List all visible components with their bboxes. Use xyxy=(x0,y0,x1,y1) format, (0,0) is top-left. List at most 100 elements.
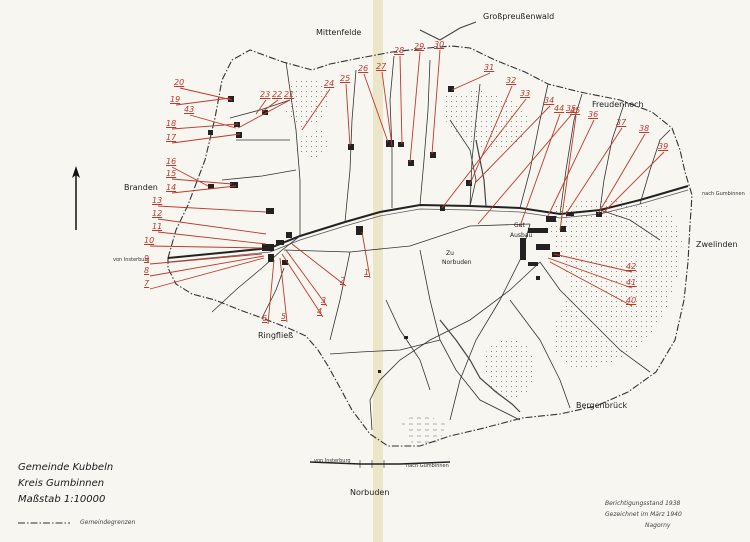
leader-line-9 xyxy=(149,253,263,265)
leader-line-4 xyxy=(281,253,324,318)
place-norbuden: Norbuden xyxy=(350,488,390,497)
forest-south xyxy=(484,338,536,400)
leader-line-38 xyxy=(597,133,646,215)
house-number-45: 45 xyxy=(570,106,581,115)
house-number-16: 16 xyxy=(166,157,177,166)
place-ringfliess: Ringfließ xyxy=(258,331,294,340)
house-number-22: 22 xyxy=(272,90,283,99)
house-number-3: 3 xyxy=(321,296,327,305)
place-branden: Branden xyxy=(124,183,158,192)
house-number-1: 1 xyxy=(364,268,370,277)
house-number-39: 39 xyxy=(658,142,669,151)
label-gut: Gut xyxy=(514,222,525,229)
place-zwelinden: Zwelinden xyxy=(696,240,738,249)
leader-line-41 xyxy=(547,257,633,289)
place-grosspreussenwald: Großpreußenwald xyxy=(483,12,555,21)
house-number-32: 32 xyxy=(506,76,517,85)
label-norbuden-small: Norbuden xyxy=(442,259,472,266)
house-number-2: 2 xyxy=(340,276,346,285)
leader-line-42 xyxy=(553,253,633,273)
leader-line-2 xyxy=(291,243,347,287)
leader-line-35 xyxy=(477,113,573,225)
house-number-37: 37 xyxy=(616,118,627,127)
house-number-17: 17 xyxy=(166,133,177,142)
leader-line-40 xyxy=(549,261,633,307)
leader-line-7 xyxy=(149,257,265,290)
leader-line-19 xyxy=(175,97,231,106)
house-number-36: 36 xyxy=(588,110,599,119)
leader-line-13 xyxy=(157,205,267,213)
place-freudenhoch: Freudenhoch xyxy=(592,100,644,109)
house-number-25: 25 xyxy=(340,74,351,83)
leader-line-1 xyxy=(361,231,371,279)
road-network xyxy=(211,55,671,431)
leader-line-30 xyxy=(431,49,441,155)
road-label-nach-gumbinnen-south: nach Gumbinnen xyxy=(406,463,449,469)
leader-line-31 xyxy=(451,72,491,91)
house-number-35: 35 xyxy=(566,104,577,113)
leader-line-36 xyxy=(547,119,595,217)
leader-line-21 xyxy=(237,99,291,129)
house-number-30: 30 xyxy=(434,40,445,49)
leader-line-16 xyxy=(171,166,209,187)
leader-line-17 xyxy=(171,133,241,144)
house-number-21: 21 xyxy=(284,90,295,99)
house-number-38: 38 xyxy=(639,124,650,133)
leader-line-44 xyxy=(519,113,561,227)
house-number-27: 27 xyxy=(376,62,387,71)
leader-line-11 xyxy=(157,231,267,245)
leader-line-5 xyxy=(279,257,288,323)
legend-title-line2: Kreis Gumbinnen xyxy=(18,478,105,489)
house-number-12: 12 xyxy=(152,209,163,218)
leader-line-25 xyxy=(345,83,351,147)
footer-line1: Berichtigungsstand 1938 xyxy=(605,500,681,507)
leader-line-26 xyxy=(363,73,389,143)
house-number-26: 26 xyxy=(358,64,369,73)
house-number-18: 18 xyxy=(166,119,177,128)
leader-line-43 xyxy=(189,114,237,129)
forest-north xyxy=(442,90,530,152)
leader-line-24 xyxy=(301,88,331,131)
forest-southwest xyxy=(300,130,330,160)
house-number-14: 14 xyxy=(166,183,177,192)
house-number-13: 13 xyxy=(152,196,163,205)
streams xyxy=(419,21,521,413)
leader-line-8 xyxy=(149,255,265,277)
house-number-5: 5 xyxy=(281,312,287,321)
house-number-23: 23 xyxy=(260,90,271,99)
house-number-40: 40 xyxy=(626,296,637,305)
house-number-24: 24 xyxy=(324,79,335,88)
house-number-34: 34 xyxy=(544,96,555,105)
leader-line-28 xyxy=(399,55,403,145)
house-number-33: 33 xyxy=(520,89,531,98)
place-mittenfelde: Mittenfelde xyxy=(316,28,362,37)
footer-line3: Nagorny xyxy=(645,522,671,529)
leader-line-12 xyxy=(157,218,267,235)
house-number-41: 41 xyxy=(626,278,637,287)
place-bergenbrueck: Bergenbrück xyxy=(576,401,628,410)
house-number-43: 43 xyxy=(184,105,195,114)
house-number-44: 44 xyxy=(554,104,565,113)
legend-title-line1: Gemeinde Kubbeln xyxy=(18,462,114,473)
house-number-6: 6 xyxy=(262,314,268,323)
leader-line-34 xyxy=(475,105,551,183)
leader-line-33 xyxy=(441,98,527,209)
municipal-boundary xyxy=(167,45,693,447)
leader-line-23 xyxy=(255,99,267,115)
house-number-29: 29 xyxy=(414,42,425,51)
road-label-von-insterburg-south: von Insterburg xyxy=(314,458,351,464)
leader-line-14 xyxy=(171,185,237,194)
leader-line-45 xyxy=(559,115,577,231)
leader-line-39 xyxy=(601,151,665,215)
leader-line-3 xyxy=(285,249,328,307)
house-number-8: 8 xyxy=(144,266,150,275)
leader-line-10 xyxy=(149,245,263,249)
north-arrow-icon xyxy=(72,166,80,230)
label-zu: Zu xyxy=(446,250,454,257)
leader-line-29 xyxy=(409,51,421,163)
leader-line-27 xyxy=(381,71,393,147)
forest-northwest xyxy=(286,78,330,128)
house-number-19: 19 xyxy=(170,95,181,104)
